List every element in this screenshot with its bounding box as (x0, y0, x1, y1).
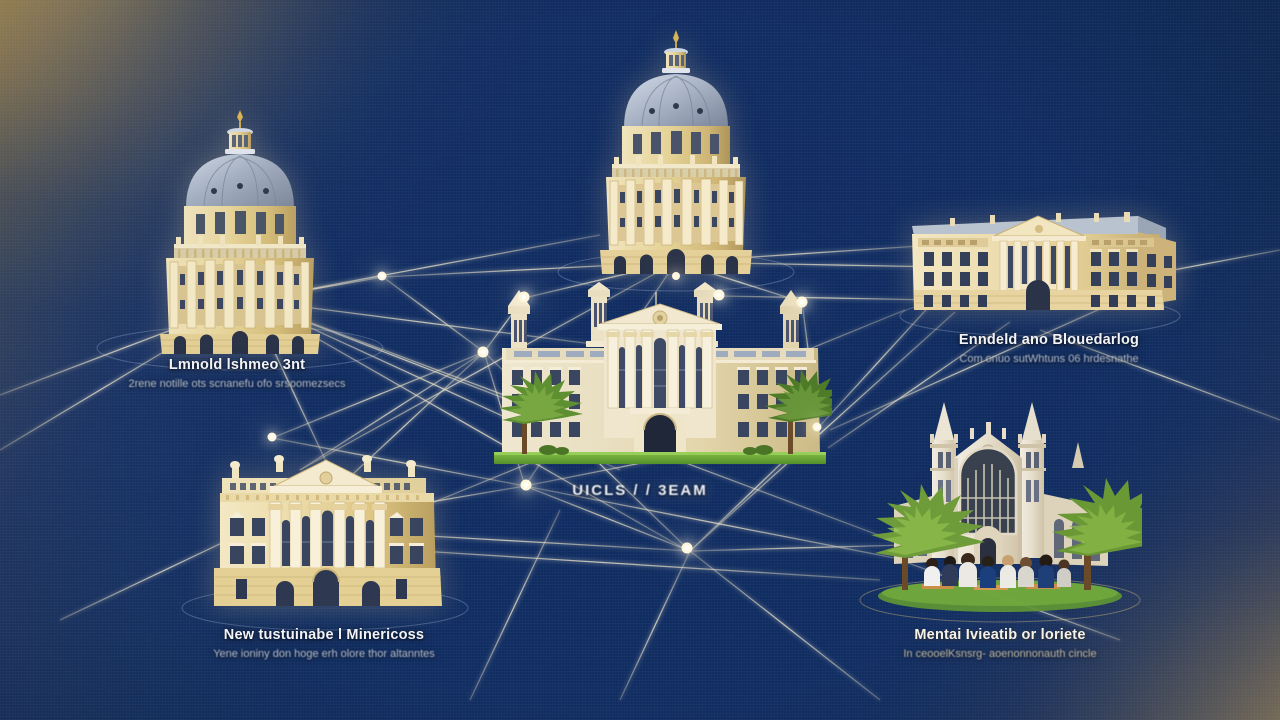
network-nodes (267, 271, 822, 554)
